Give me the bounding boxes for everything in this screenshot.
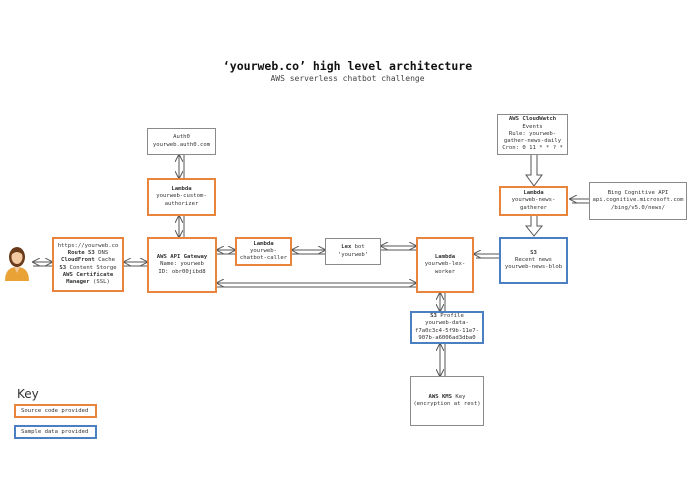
web-stack-acm-manager: Manager (SSL) xyxy=(66,278,110,285)
web-stack-cloudfront: CloudFront Cache xyxy=(61,257,115,264)
s3-news-desc: Recent news xyxy=(514,256,553,263)
s3-profile-bucket-2: f7a0c3c4-5f9b-11e7- xyxy=(415,327,479,334)
bing-api-node: Bing Cognitive API api.cognitive.microso… xyxy=(589,182,687,220)
lex-bot-node: Lex bot ‘yourweb’ xyxy=(325,238,381,265)
arrow-api-chatbot-caller xyxy=(217,250,235,255)
lambda-lex-worker-type: Lambda xyxy=(434,254,456,261)
arrow-worker-profile xyxy=(440,293,446,311)
kms-key-type: AWS KMS Key xyxy=(428,393,466,400)
lambda-news-gatherer-type: Lambda xyxy=(523,190,544,197)
api-gateway-id: ID: obr00jibd8 xyxy=(158,268,206,275)
arrow-bing-gatherer xyxy=(570,199,589,204)
arrow-s3news-worker xyxy=(474,254,499,259)
cloudwatch-type: AWS CloudWatch xyxy=(508,116,557,123)
api-gateway-node: AWS API Gateway Name: yourweb ID: obr00j… xyxy=(147,237,217,293)
web-stack-acm: AWS Certificate xyxy=(62,271,114,278)
web-stack-node: https://yourweb.co Route 53 DNS CloudFro… xyxy=(52,237,124,292)
diagram-title: ‘yourweb.co’ high level architecture xyxy=(222,59,473,73)
lambda-authorizer-name-1: yourweb-custom- xyxy=(156,193,207,200)
bing-api-path: /bing/v5.0/news/ xyxy=(611,204,665,211)
lambda-authorizer-type: Lambda xyxy=(171,186,192,193)
auth0-node: Auth0 yourweb.auth0.com xyxy=(147,128,216,155)
lex-bot-type: Lex bot xyxy=(341,244,365,251)
arrow-api-worker xyxy=(217,283,416,288)
lambda-news-gatherer-node: Lambda yourweb-news- gatherer xyxy=(499,186,568,216)
cloudwatch-cron: Cron: 0 11 * * ? * xyxy=(502,145,563,152)
web-stack-url: https://yourweb.co xyxy=(57,242,119,249)
cloudwatch-node: AWS CloudWatch Events Rule: yourweb- gat… xyxy=(497,114,568,155)
arrow-authorizer-api xyxy=(179,216,185,237)
bing-api-label: Bing Cognitive API xyxy=(607,190,669,197)
s3-profile-bucket-3: 907b-a6006ad3dba0 xyxy=(418,334,476,341)
arrow-profile-kms xyxy=(440,344,446,376)
lambda-chatbot-caller-name-2: chatbot-caller xyxy=(239,255,288,262)
key-title: Key xyxy=(17,387,39,401)
key-sample-data: Sample data provided xyxy=(14,425,97,439)
s3-profile-node: S3 Profile yourweb-data- f7a0c3c4-5f9b-1… xyxy=(410,311,484,344)
lex-bot-name: ‘yourweb’ xyxy=(337,251,369,258)
auth0-label: Auth0 xyxy=(173,134,190,141)
arrow-lex-worker xyxy=(381,246,416,251)
arrow-web-api xyxy=(124,262,147,267)
web-stack-route53: Route 53 DNS xyxy=(67,250,109,257)
lambda-lex-worker-name-1: yourweb-lex- xyxy=(424,261,466,268)
cloudwatch-rule: Rule: yourweb- xyxy=(508,130,557,137)
cloudwatch-rule-name: gather-news-daily xyxy=(503,138,562,145)
arrow-chatbot-lex xyxy=(292,250,325,255)
lambda-authorizer-node: Lambda yourweb-custom- authorizer xyxy=(147,178,216,216)
lambda-lex-worker-name-2: worker xyxy=(434,268,456,275)
s3-profile-type: S3 Profile xyxy=(430,313,464,320)
user-avatar-icon xyxy=(5,247,29,281)
auth0-domain: yourweb.auth0.com xyxy=(152,141,211,148)
s3-news-node: S3 Recent news yourweb-news-blob xyxy=(499,237,568,284)
arrow-cloudwatch-gatherer xyxy=(525,155,543,187)
s3-profile-bucket-1: yourweb-data- xyxy=(425,320,469,327)
lambda-news-gatherer-name-2: gatherer xyxy=(520,204,547,211)
lambda-authorizer-name-2: authorizer xyxy=(164,200,199,207)
bing-api-host: api.cognitive.microsoft.com xyxy=(592,197,684,204)
kms-key-desc: (encryption at rest) xyxy=(413,401,481,407)
diagram-subtitle: AWS serverless chatbot challenge xyxy=(270,74,425,83)
lambda-lex-worker-node: Lambda yourweb-lex- worker xyxy=(416,237,474,293)
arrow-user-web xyxy=(33,262,52,267)
s3-news-type: S3 xyxy=(530,249,537,256)
api-gateway-type: AWS API Gateway xyxy=(156,254,208,261)
key-source-code: Source code provided xyxy=(14,404,97,418)
s3-news-bucket: yourweb-news-blob xyxy=(504,264,563,271)
api-gateway-name: Name: yourweb xyxy=(160,261,204,268)
arrow-auth0-authorizer xyxy=(179,155,185,178)
lambda-chatbot-caller-type: Lambda xyxy=(253,240,274,247)
lambda-news-gatherer-name-1: yourweb-news- xyxy=(511,197,556,204)
lambda-chatbot-caller-name-1: yourweb- xyxy=(250,247,277,254)
kms-key-node: AWS KMS Key (encryption at rest) xyxy=(410,376,484,426)
lambda-chatbot-caller-node: Lambda yourweb- chatbot-caller xyxy=(235,237,292,266)
arrow-gatherer-s3news xyxy=(524,216,544,237)
web-stack-s3: S3 Content Storge xyxy=(59,264,117,271)
cloudwatch-events: Events xyxy=(522,123,543,130)
